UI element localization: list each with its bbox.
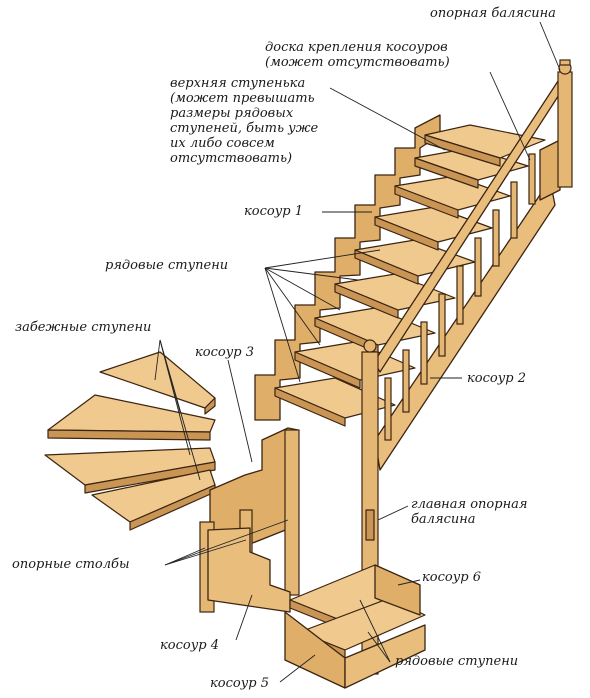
label-main-newel: главная опорная балясина bbox=[411, 497, 528, 527]
balusters bbox=[384, 153, 536, 441]
top-newel-post bbox=[557, 59, 573, 188]
label-top-step: верхняя ступенька (может превышать разме… bbox=[170, 76, 319, 166]
lower-flight bbox=[284, 564, 426, 689]
winder-treads bbox=[44, 351, 216, 531]
label-kosour-5: косоур 5 bbox=[210, 676, 269, 691]
label-mounting-board: доска крепления косоуров (может отсутств… bbox=[265, 40, 450, 70]
label-kosour-6: косоур 6 bbox=[422, 570, 481, 585]
mounting-board bbox=[539, 139, 561, 201]
label-opornaya-balyasina: опорная балясина bbox=[430, 6, 556, 21]
stringer-4 bbox=[207, 527, 291, 613]
label-kosour-4: косоур 4 bbox=[160, 638, 219, 653]
stringer-1 bbox=[254, 114, 441, 421]
label-support-posts: опорные столбы bbox=[12, 557, 130, 572]
label-regular-steps-top: рядовые ступени bbox=[105, 258, 229, 273]
label-kosour-3: косоур 3 bbox=[195, 345, 254, 360]
label-kosour-2: косоур 2 bbox=[467, 371, 526, 386]
label-kosour-1: косоур 1 bbox=[244, 204, 303, 219]
label-regular-steps-bottom: рядовые ступени bbox=[395, 654, 519, 669]
label-winder-steps: забежные ступени bbox=[15, 320, 152, 335]
leader-lines bbox=[154, 21, 561, 683]
